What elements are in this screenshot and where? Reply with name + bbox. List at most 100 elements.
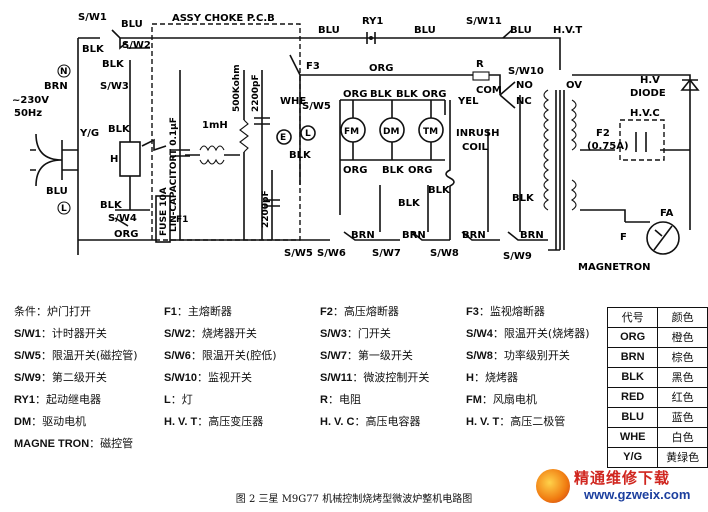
label-l-lamp: L <box>305 129 311 139</box>
legend-item: MAGNE TRON：磁控管 <box>14 437 134 450</box>
label-h: H <box>110 154 118 165</box>
label-hvt: H.V.T <box>553 25 582 36</box>
label-dm: DM <box>383 127 399 137</box>
label-f3: F3 <box>306 61 320 72</box>
label-blu-top3: BLU <box>414 25 436 36</box>
legend-item: S/W8：功率级别开关 <box>466 349 570 362</box>
label-hvc: H.V.C <box>630 108 660 119</box>
label-fa: FA <box>660 208 674 219</box>
label-sw3: S/W3 <box>100 81 129 92</box>
watermark: 精通维修下载 www.gzweix.com <box>536 467 704 507</box>
legend-item: S/W6：限温开关(腔低) <box>164 349 277 362</box>
legend-item: DM：驱动电机 <box>14 415 87 428</box>
label-whe: WHE <box>280 96 306 107</box>
label-n: N <box>60 67 68 77</box>
legend-item: RY1：起动继电器 <box>14 393 101 406</box>
label-f2-value: (0.75A) <box>587 141 629 152</box>
schematic-labels: S/W1 BLU BLK S/W2 ASSY CHOKE P.C.B BLU R… <box>12 12 674 273</box>
label-r: R <box>476 59 484 70</box>
label-org-sw4: ORG <box>114 229 138 240</box>
label-sw8: S/W8 <box>430 248 459 259</box>
watermark-url: www.gzweix.com <box>584 487 691 502</box>
legend-item: R：电阻 <box>320 393 361 406</box>
label-sw11: S/W11 <box>466 16 502 27</box>
legend-item: F3：监视熔断器 <box>466 305 545 318</box>
label-sw4: S/W4 <box>108 213 137 224</box>
label-sw2: S/W2 <box>122 40 151 51</box>
label-fuse: FUSE 10A <box>159 187 169 236</box>
label-brn4: BRN <box>520 230 544 241</box>
label-blk-tl: BLK <box>82 44 105 55</box>
legend-item: FM：风扇电机 <box>466 393 537 406</box>
circuit-schematic <box>30 23 700 255</box>
legend-item: S/W11：微波控制开关 <box>320 371 430 384</box>
component-legend: 条件：炉门打开 F1：主熔断器 F2：高压熔断器 F3：监视熔断器 S/W1：计… <box>14 303 604 461</box>
label-1mh: 1mH <box>202 120 228 131</box>
label-hv: H.V <box>640 75 660 86</box>
watermark-logo-icon <box>536 469 570 503</box>
legend-item: H. V. C：高压电容器 <box>320 415 421 428</box>
label-2200pf-a: 2200pF <box>251 74 261 112</box>
label-sw9: S/W9 <box>503 251 532 262</box>
table-header-row: 代号 颜色 <box>606 307 708 328</box>
legend-item: S/W5：限温开关(磁控管) <box>14 349 138 362</box>
label-brn: BRN <box>44 81 68 92</box>
label-brn1: BRN <box>351 230 375 241</box>
label-2200pf-b: 2200pF <box>261 190 271 228</box>
header-color: 颜色 <box>657 307 708 328</box>
label-diode: DIODE <box>630 88 666 99</box>
legend-item: H. V. T：高压二极管 <box>466 415 566 428</box>
label-blu-top1: BLU <box>121 19 143 30</box>
label-assy-choke: ASSY CHOKE P.C.B <box>172 13 275 24</box>
legend-item: F2：高压熔断器 <box>320 305 399 318</box>
label-sw5: S/W5 <box>302 101 331 112</box>
label-e: E <box>280 133 286 143</box>
legend-item: H：烧烤器 <box>466 371 518 384</box>
watermark-title: 精通维修下载 <box>574 469 671 487</box>
label-ry1: RY1 <box>362 16 383 27</box>
label-nc: NC <box>516 96 532 107</box>
label-l-line: L <box>61 204 67 214</box>
label-blu-l: BLU <box>46 186 68 197</box>
label-org-b2: ORG <box>408 165 432 176</box>
label-yel: YEL <box>457 96 479 107</box>
legend-item: S/W7：第一级开关 <box>320 349 413 362</box>
legend-item: L：灯 <box>164 393 193 406</box>
label-org-l1: ORG <box>343 89 367 100</box>
label-230v: ~230V <box>12 95 49 106</box>
label-blk-sw3: BLK <box>102 59 125 70</box>
label-f1: F1 <box>176 215 188 225</box>
label-f2: F2 <box>596 128 610 139</box>
label-sw1: S/W1 <box>78 12 107 23</box>
legend-item: S/W9：第二级开关 <box>14 371 107 384</box>
legend-item: S/W10：监视开关 <box>164 371 253 384</box>
label-blk-l1: BLK <box>396 89 419 100</box>
label-lin-capacitor: LIN-CAPACITORT 0.1μF <box>169 117 179 232</box>
legend-item: H. V. T：高压变压器 <box>164 415 264 428</box>
label-blk-mid2: BLK <box>428 185 451 196</box>
label-blu-top4: BLU <box>510 25 532 36</box>
label-blk-mid3: BLK <box>512 193 535 204</box>
label-inrush: INRUSH <box>456 128 499 139</box>
label-sw5-bottom: S/W5 <box>284 248 313 259</box>
label-f-mag: F <box>620 232 627 243</box>
legend-item: S/W2：烧烤器开关 <box>164 327 257 340</box>
label-brn2: BRN <box>402 230 426 241</box>
label-blk-sw4: BLK <box>100 200 123 211</box>
label-org-l2: ORG <box>422 89 446 100</box>
label-blu-top2: BLU <box>318 25 340 36</box>
legend-condition: 条件：炉门打开 <box>14 305 91 318</box>
label-org-top: ORG <box>369 63 393 74</box>
label-ov: OV <box>566 80 582 91</box>
label-brn3: BRN <box>462 230 486 241</box>
legend-item: S/W3：门开关 <box>320 327 391 340</box>
label-no: NO <box>516 80 533 91</box>
label-blk-b1: BLK <box>382 165 405 176</box>
